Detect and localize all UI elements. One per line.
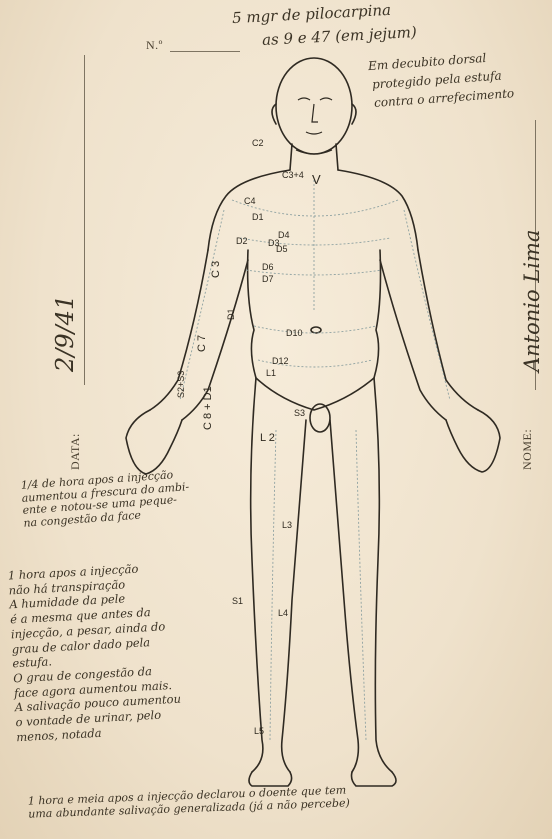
- seg-c4: C4: [244, 196, 256, 206]
- seg-l3: L3: [282, 520, 292, 530]
- dermatome-line-left-arm: [180, 210, 224, 400]
- right-foot: [352, 772, 397, 786]
- seg-d6: D6: [262, 262, 274, 272]
- seg-d1: D1: [252, 212, 264, 222]
- seg-c7: C 7: [196, 335, 208, 352]
- nose: [312, 104, 318, 122]
- seg-l2: L 2: [260, 432, 275, 444]
- seg-d1-arm: D1: [226, 308, 236, 320]
- dermatome-line-d4: [240, 238, 390, 245]
- seg-d10: D10: [286, 328, 303, 338]
- right-torso: [374, 250, 381, 378]
- mouth: [306, 132, 322, 134]
- right-shoulder: [338, 170, 418, 250]
- dermatome-line-left-leg: [270, 430, 276, 740]
- seg-v: V: [312, 172, 321, 187]
- left-arm-inner: [182, 260, 248, 420]
- left-hand: [126, 410, 182, 474]
- right-hand: [446, 410, 500, 472]
- seg-c8d1: C 8 + D1: [202, 386, 214, 430]
- seg-l1: L1: [266, 368, 276, 378]
- seg-c3c4: C3+4: [282, 170, 304, 180]
- seg-d12: D12: [272, 356, 289, 366]
- seg-d4: D4: [278, 230, 290, 240]
- seg-d2: D2: [236, 236, 248, 246]
- navel: [311, 327, 321, 333]
- seg-l4: L4: [278, 608, 288, 618]
- seg-s3: S3: [294, 408, 305, 418]
- seg-d7: D7: [262, 274, 274, 284]
- seg-c2: C2: [252, 138, 264, 148]
- left-torso: [248, 250, 256, 378]
- dermatome-line-right-leg: [356, 430, 366, 740]
- seg-d5: D5: [276, 244, 288, 254]
- note-one-hour: 1 hora apos a injecção não há transpiraç…: [7, 560, 182, 745]
- right-leg-outer: [374, 378, 392, 772]
- right-arm-outer: [418, 250, 478, 410]
- left-eye: [298, 98, 310, 100]
- right-eye: [320, 98, 332, 100]
- seg-c3-arm: C 3: [210, 261, 222, 278]
- right-leg-inner: [330, 420, 358, 772]
- neck: [290, 144, 338, 170]
- left-leg-inner: [282, 420, 306, 772]
- seg-s2s3: S2+S3: [176, 371, 186, 398]
- left-foot: [249, 772, 292, 786]
- seg-s1: S1: [232, 596, 243, 606]
- seg-l5: L5: [254, 726, 264, 736]
